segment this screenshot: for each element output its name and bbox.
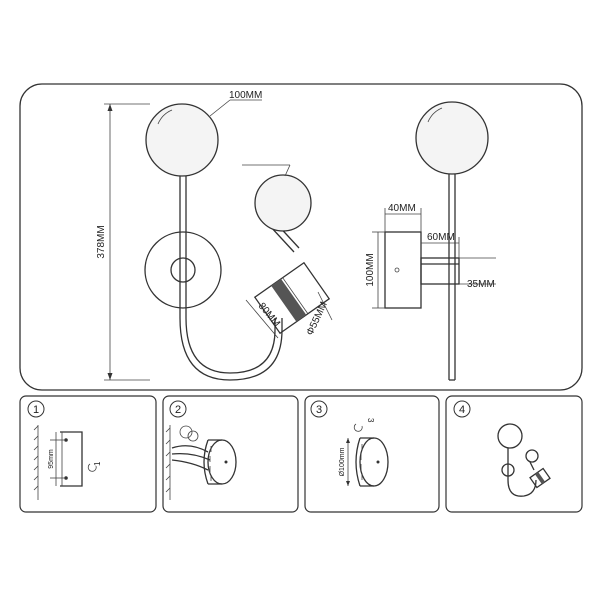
step-3-count-label: 3 <box>366 418 375 423</box>
dim-base-depth-label: 40MM <box>388 203 416 214</box>
step-2-number: 2 <box>175 404 181 416</box>
dim-spot-length-label: 80MM <box>256 301 282 329</box>
front-view: 378MM 100MM 80MM Φ55MM <box>96 90 333 381</box>
step-1-count-label: 1 <box>93 461 102 466</box>
small-globe-shade <box>254 174 312 232</box>
step-3-diameter-label: Ø100mm <box>339 447 346 476</box>
dim-large-globe-label: 100MM <box>229 90 262 101</box>
dim-base-height-label: 100MM <box>365 253 376 286</box>
wall-plate-hub <box>170 257 196 283</box>
side-arm-block <box>420 257 460 285</box>
main-panel-frame <box>19 83 583 391</box>
wall-plate <box>144 231 222 309</box>
dim-height-label: 378MM <box>96 225 107 258</box>
dim-arm-offset-label: 60MM <box>427 232 455 243</box>
step-3-panel: 3 3 Ø100mm <box>304 395 440 513</box>
dim-arm-height-label: 35MM <box>467 279 495 290</box>
spotlight <box>253 261 331 335</box>
step-1-number: 1 <box>33 404 39 416</box>
step-4-panel: 4 <box>445 395 583 513</box>
step-1-panel: 1 95mm 1 <box>19 395 157 513</box>
side-base <box>384 231 422 309</box>
step-1-height-label: 95mm <box>48 449 55 469</box>
side-view: 40MM 60MM 100MM 35MM <box>365 101 496 381</box>
step-3-number: 3 <box>316 404 322 416</box>
step-2-panel: 2 <box>162 395 299 513</box>
step-4-number: 4 <box>459 404 465 416</box>
dim-spot-diameter-label: Φ55MM <box>305 300 330 337</box>
side-globe-shade <box>415 101 489 175</box>
large-globe-shade <box>145 103 219 177</box>
